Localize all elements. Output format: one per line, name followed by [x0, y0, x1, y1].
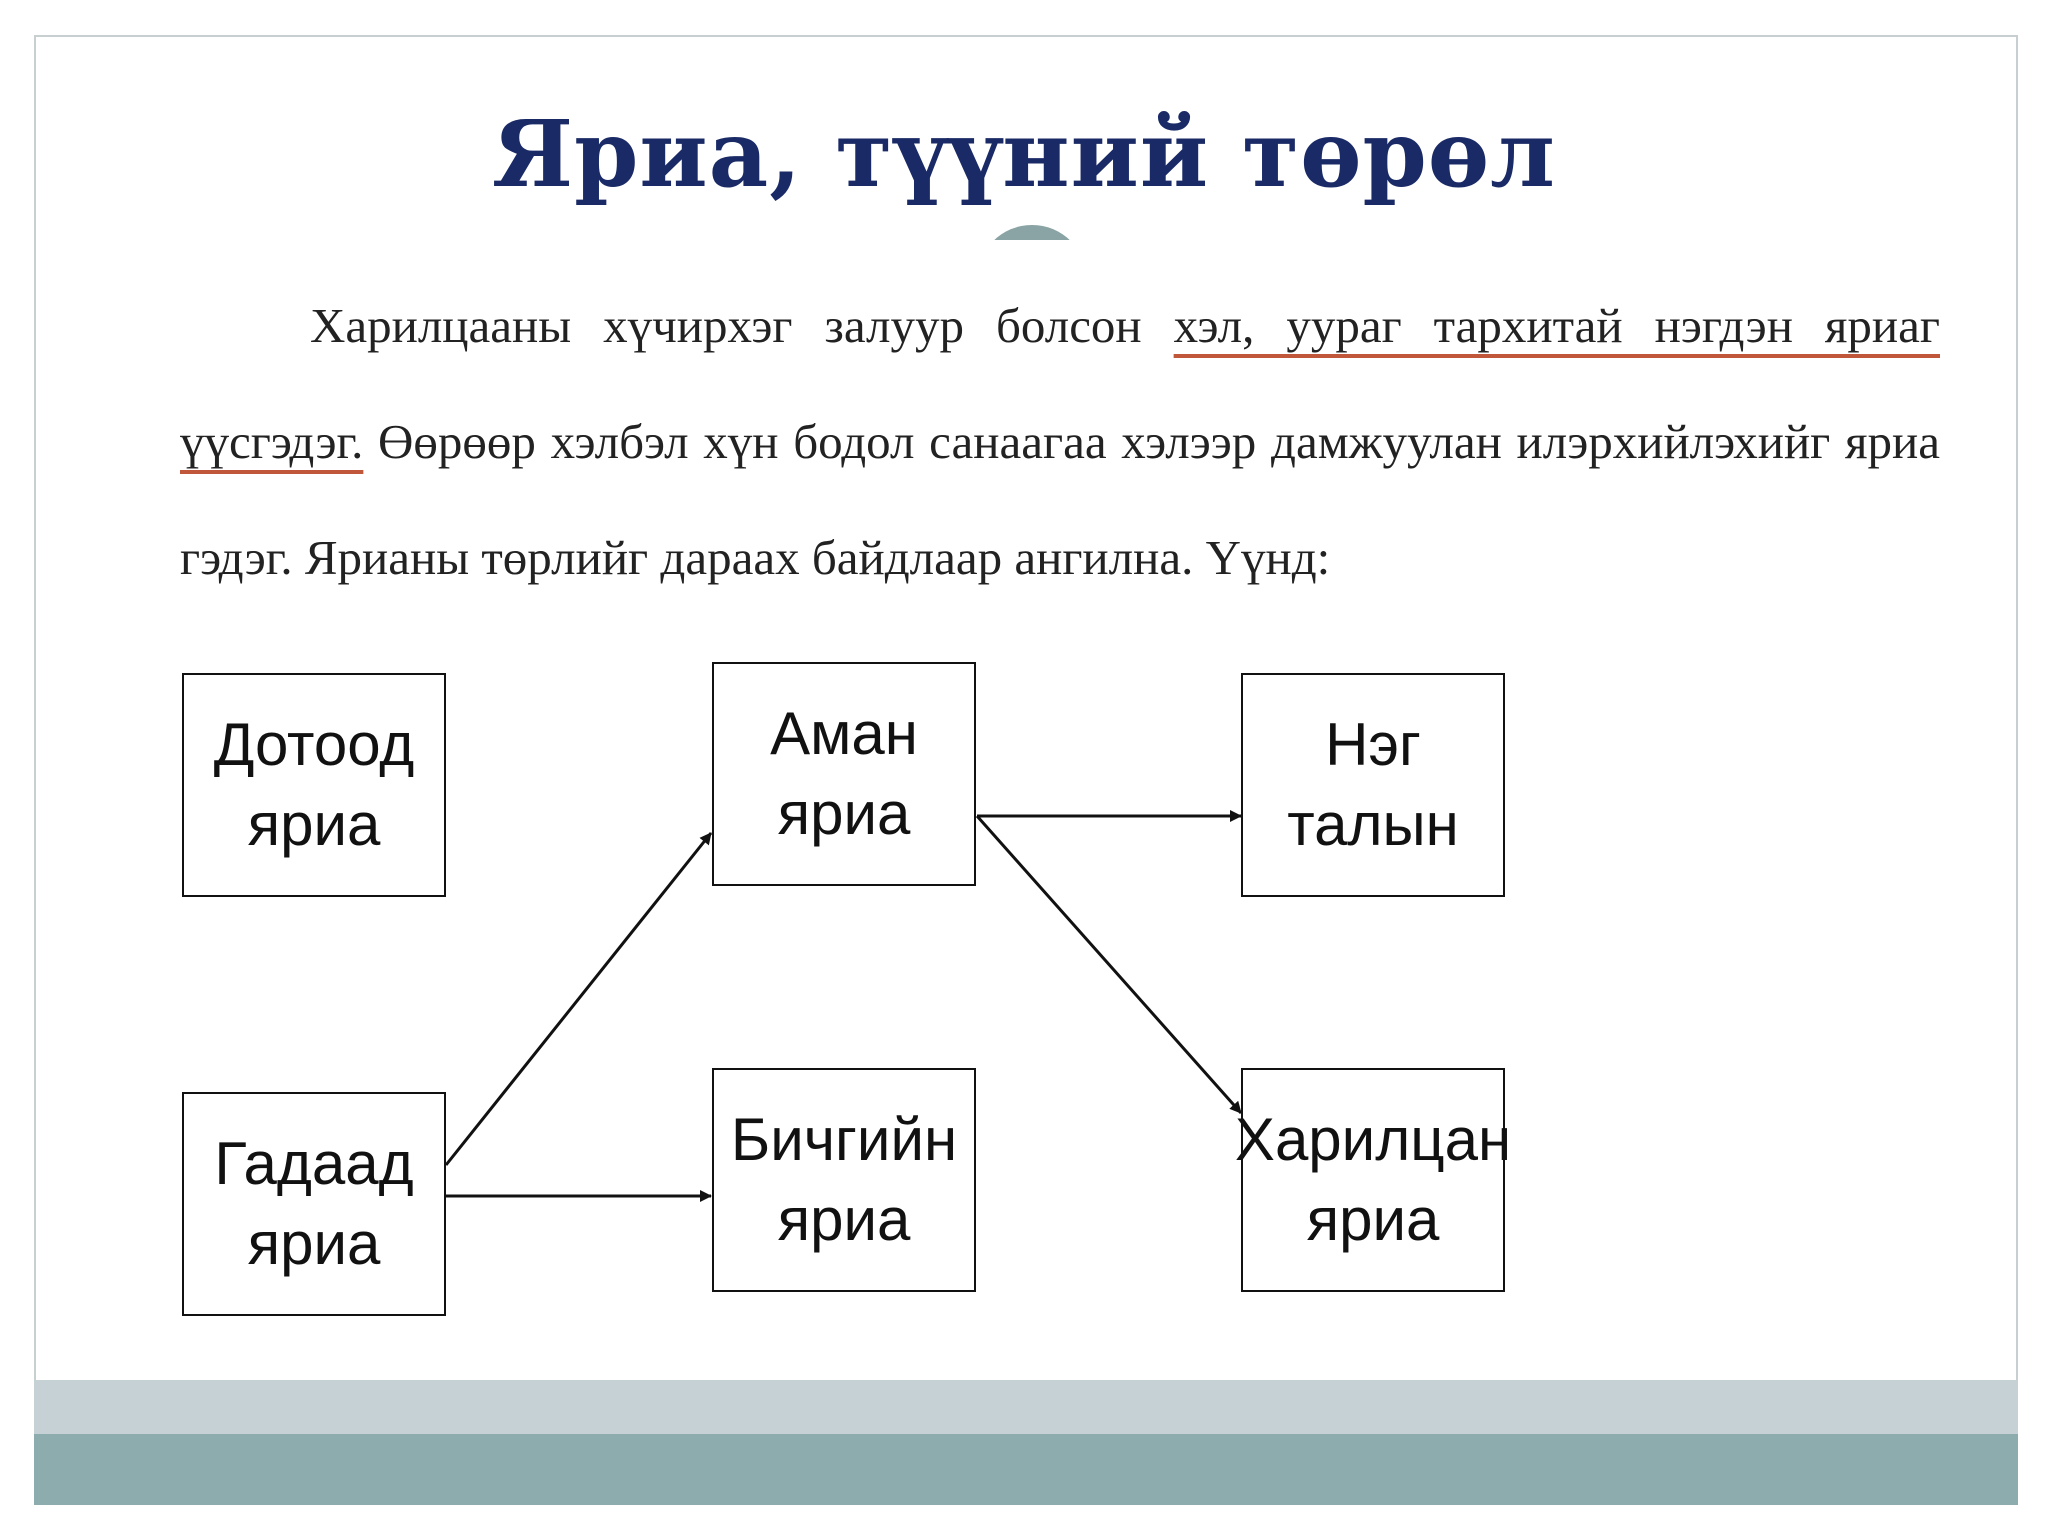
paragraph-underlined-phrase: хэл, ууpаг тархитай нэгдэн яриаг үүсгэдэ… — [180, 298, 1940, 469]
node-written-line1: Бичгийн — [730, 1106, 958, 1173]
node-oneway-line1: Нэг — [1325, 711, 1421, 778]
node-oral-line1: Аман — [770, 700, 918, 767]
node-outer-speech: Гадаад яриа — [182, 1092, 446, 1316]
node-dialog-line2: яриа — [1306, 1186, 1440, 1253]
arrow-outer-to-oral — [444, 832, 713, 1166]
node-inner-speech: Дотоод яриа — [182, 673, 446, 897]
node-outer-line2: яриа — [247, 1210, 381, 1277]
node-inner-line1: Дотоод — [213, 711, 415, 778]
node-dialog-line1: Харилцан — [1234, 1106, 1512, 1173]
node-oneway-line2: талын — [1287, 791, 1459, 858]
node-outer-line1: Гадаад — [214, 1130, 414, 1197]
node-oral-speech: Аман яриа — [712, 662, 976, 886]
intro-paragraph: Харилцааны хүчирхэг залуур болсон хэл, у… — [180, 268, 1940, 616]
node-written-line2: яриа — [777, 1186, 911, 1253]
node-one-way: Нэг талын — [1241, 673, 1505, 897]
node-oral-line2: яриа — [777, 780, 911, 847]
paragraph-part-2: Өөрөөр хэлбэл хүн бодол санаагаа хэлээр … — [180, 414, 1940, 585]
paragraph-part-1: Харилцааны хүчирхэг залуур болсон — [310, 298, 1174, 353]
slide-title: Яриа, түүний төрөл — [491, 100, 1557, 208]
footer-band-dark — [34, 1434, 2018, 1505]
arrow-oral-to-dialog — [975, 815, 1243, 1114]
node-written-speech: Бичгийн яриа — [712, 1068, 976, 1292]
node-inner-line2: яриа — [247, 791, 381, 858]
footer-band-light — [34, 1380, 2018, 1434]
node-dialog-speech: Харилцан яриа — [1235, 1068, 1511, 1292]
